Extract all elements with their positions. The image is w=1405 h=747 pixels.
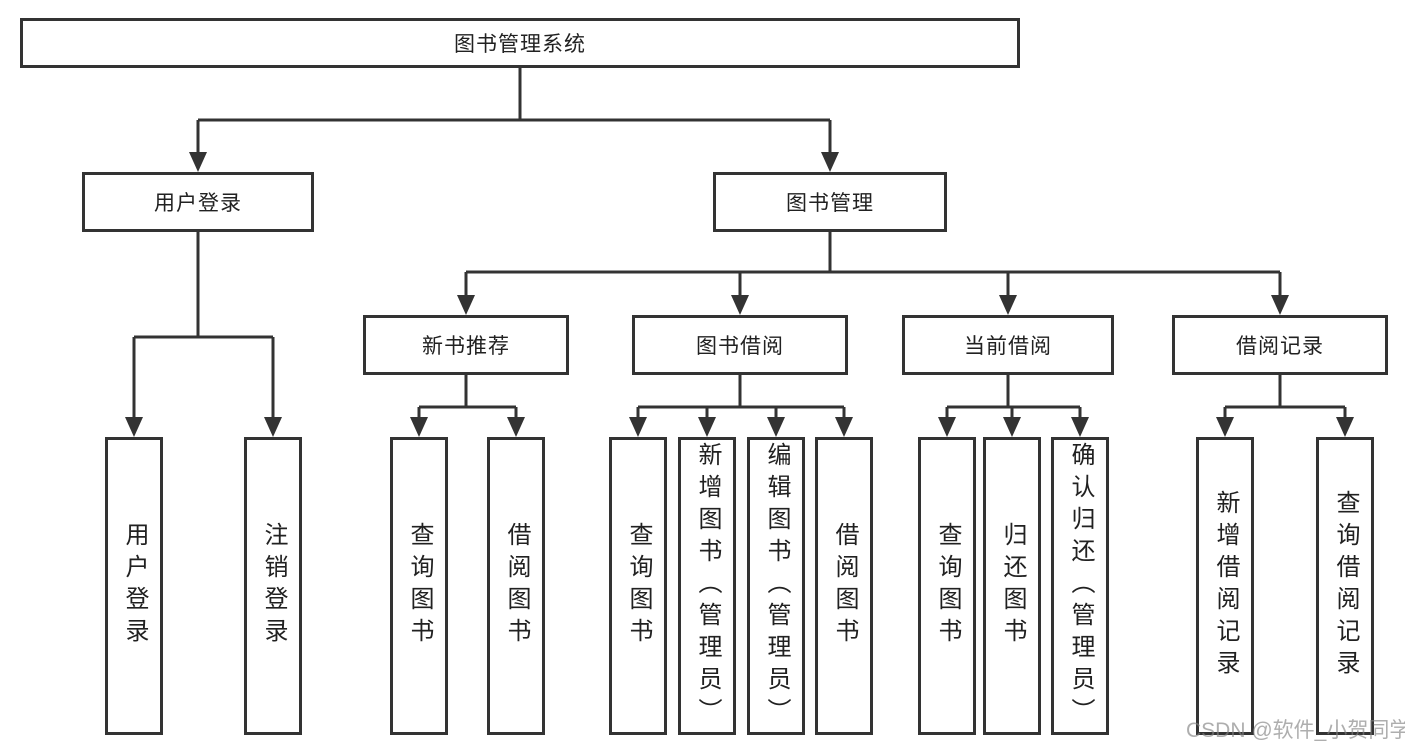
leaf-recommend-borrow-books-label: 借阅图书 — [503, 522, 530, 650]
leaf-borrow-query-books-label: 查询图书 — [625, 522, 652, 650]
leaf-records-query-record-label: 查询借阅记录 — [1332, 490, 1359, 682]
node-borrow-records-label: 借阅记录 — [1236, 335, 1324, 358]
leaf-records-add-record-label: 新增借阅记录 — [1212, 490, 1239, 682]
connector-borrow-records — [1216, 375, 1354, 437]
node-root: 图书管理系统 — [20, 18, 1020, 68]
connector-root — [189, 68, 839, 172]
leaf-current-query-books-label: 查询图书 — [934, 522, 961, 650]
leaf-borrow-query-books: 查询图书 — [609, 437, 667, 735]
node-current-borrow: 当前借阅 — [902, 315, 1114, 375]
leaf-recommend-query-books: 查询图书 — [390, 437, 448, 735]
node-book-management: 图书管理 — [713, 172, 947, 232]
connector-current-borrow — [938, 375, 1089, 437]
leaf-recommend-query-books-label: 查询图书 — [406, 522, 433, 650]
node-new-book-recommend-label: 新书推荐 — [422, 335, 510, 358]
node-borrow-records: 借阅记录 — [1172, 315, 1388, 375]
leaf-records-query-record: 查询借阅记录 — [1316, 437, 1374, 735]
node-book-management-label: 图书管理 — [786, 192, 874, 215]
leaf-borrow-edit-books-admin: 编辑图书（管理员） — [747, 437, 805, 735]
leaf-current-confirm-return-admin: 确认归还（管理员） — [1051, 437, 1109, 735]
node-current-borrow-label: 当前借阅 — [964, 335, 1052, 358]
leaf-borrow-borrow-books: 借阅图书 — [815, 437, 873, 735]
connector-book-management — [457, 232, 1289, 315]
leaf-logout-label: 注销登录 — [260, 522, 287, 650]
connector-user-login — [125, 232, 282, 437]
node-book-borrow-label: 图书借阅 — [696, 335, 784, 358]
leaf-user-login: 用户登录 — [105, 437, 163, 735]
connector-book-borrow — [629, 375, 853, 437]
leaf-current-return-books-label: 归还图书 — [999, 522, 1026, 650]
node-user-login: 用户登录 — [82, 172, 314, 232]
leaf-records-add-record: 新增借阅记录 — [1196, 437, 1254, 735]
csdn-watermark: CSDN @软件_小贺同学 — [1186, 719, 1405, 742]
leaf-user-login-label: 用户登录 — [121, 522, 148, 650]
leaf-recommend-borrow-books: 借阅图书 — [487, 437, 545, 735]
leaf-current-return-books: 归还图书 — [983, 437, 1041, 735]
node-root-label: 图书管理系统 — [454, 33, 586, 56]
leaf-logout: 注销登录 — [244, 437, 302, 735]
leaf-borrow-add-books-admin-label: 新增图书（管理员） — [694, 442, 721, 730]
leaf-current-confirm-return-admin-label: 确认归还（管理员） — [1067, 442, 1094, 730]
node-new-book-recommend: 新书推荐 — [363, 315, 569, 375]
leaf-borrow-edit-books-admin-label: 编辑图书（管理员） — [763, 442, 790, 730]
leaf-borrow-add-books-admin: 新增图书（管理员） — [678, 437, 736, 735]
node-user-login-label: 用户登录 — [154, 192, 242, 215]
leaf-current-query-books: 查询图书 — [918, 437, 976, 735]
node-book-borrow: 图书借阅 — [632, 315, 848, 375]
connector-new-book-recommend — [410, 375, 525, 437]
leaf-borrow-borrow-books-label: 借阅图书 — [831, 522, 858, 650]
